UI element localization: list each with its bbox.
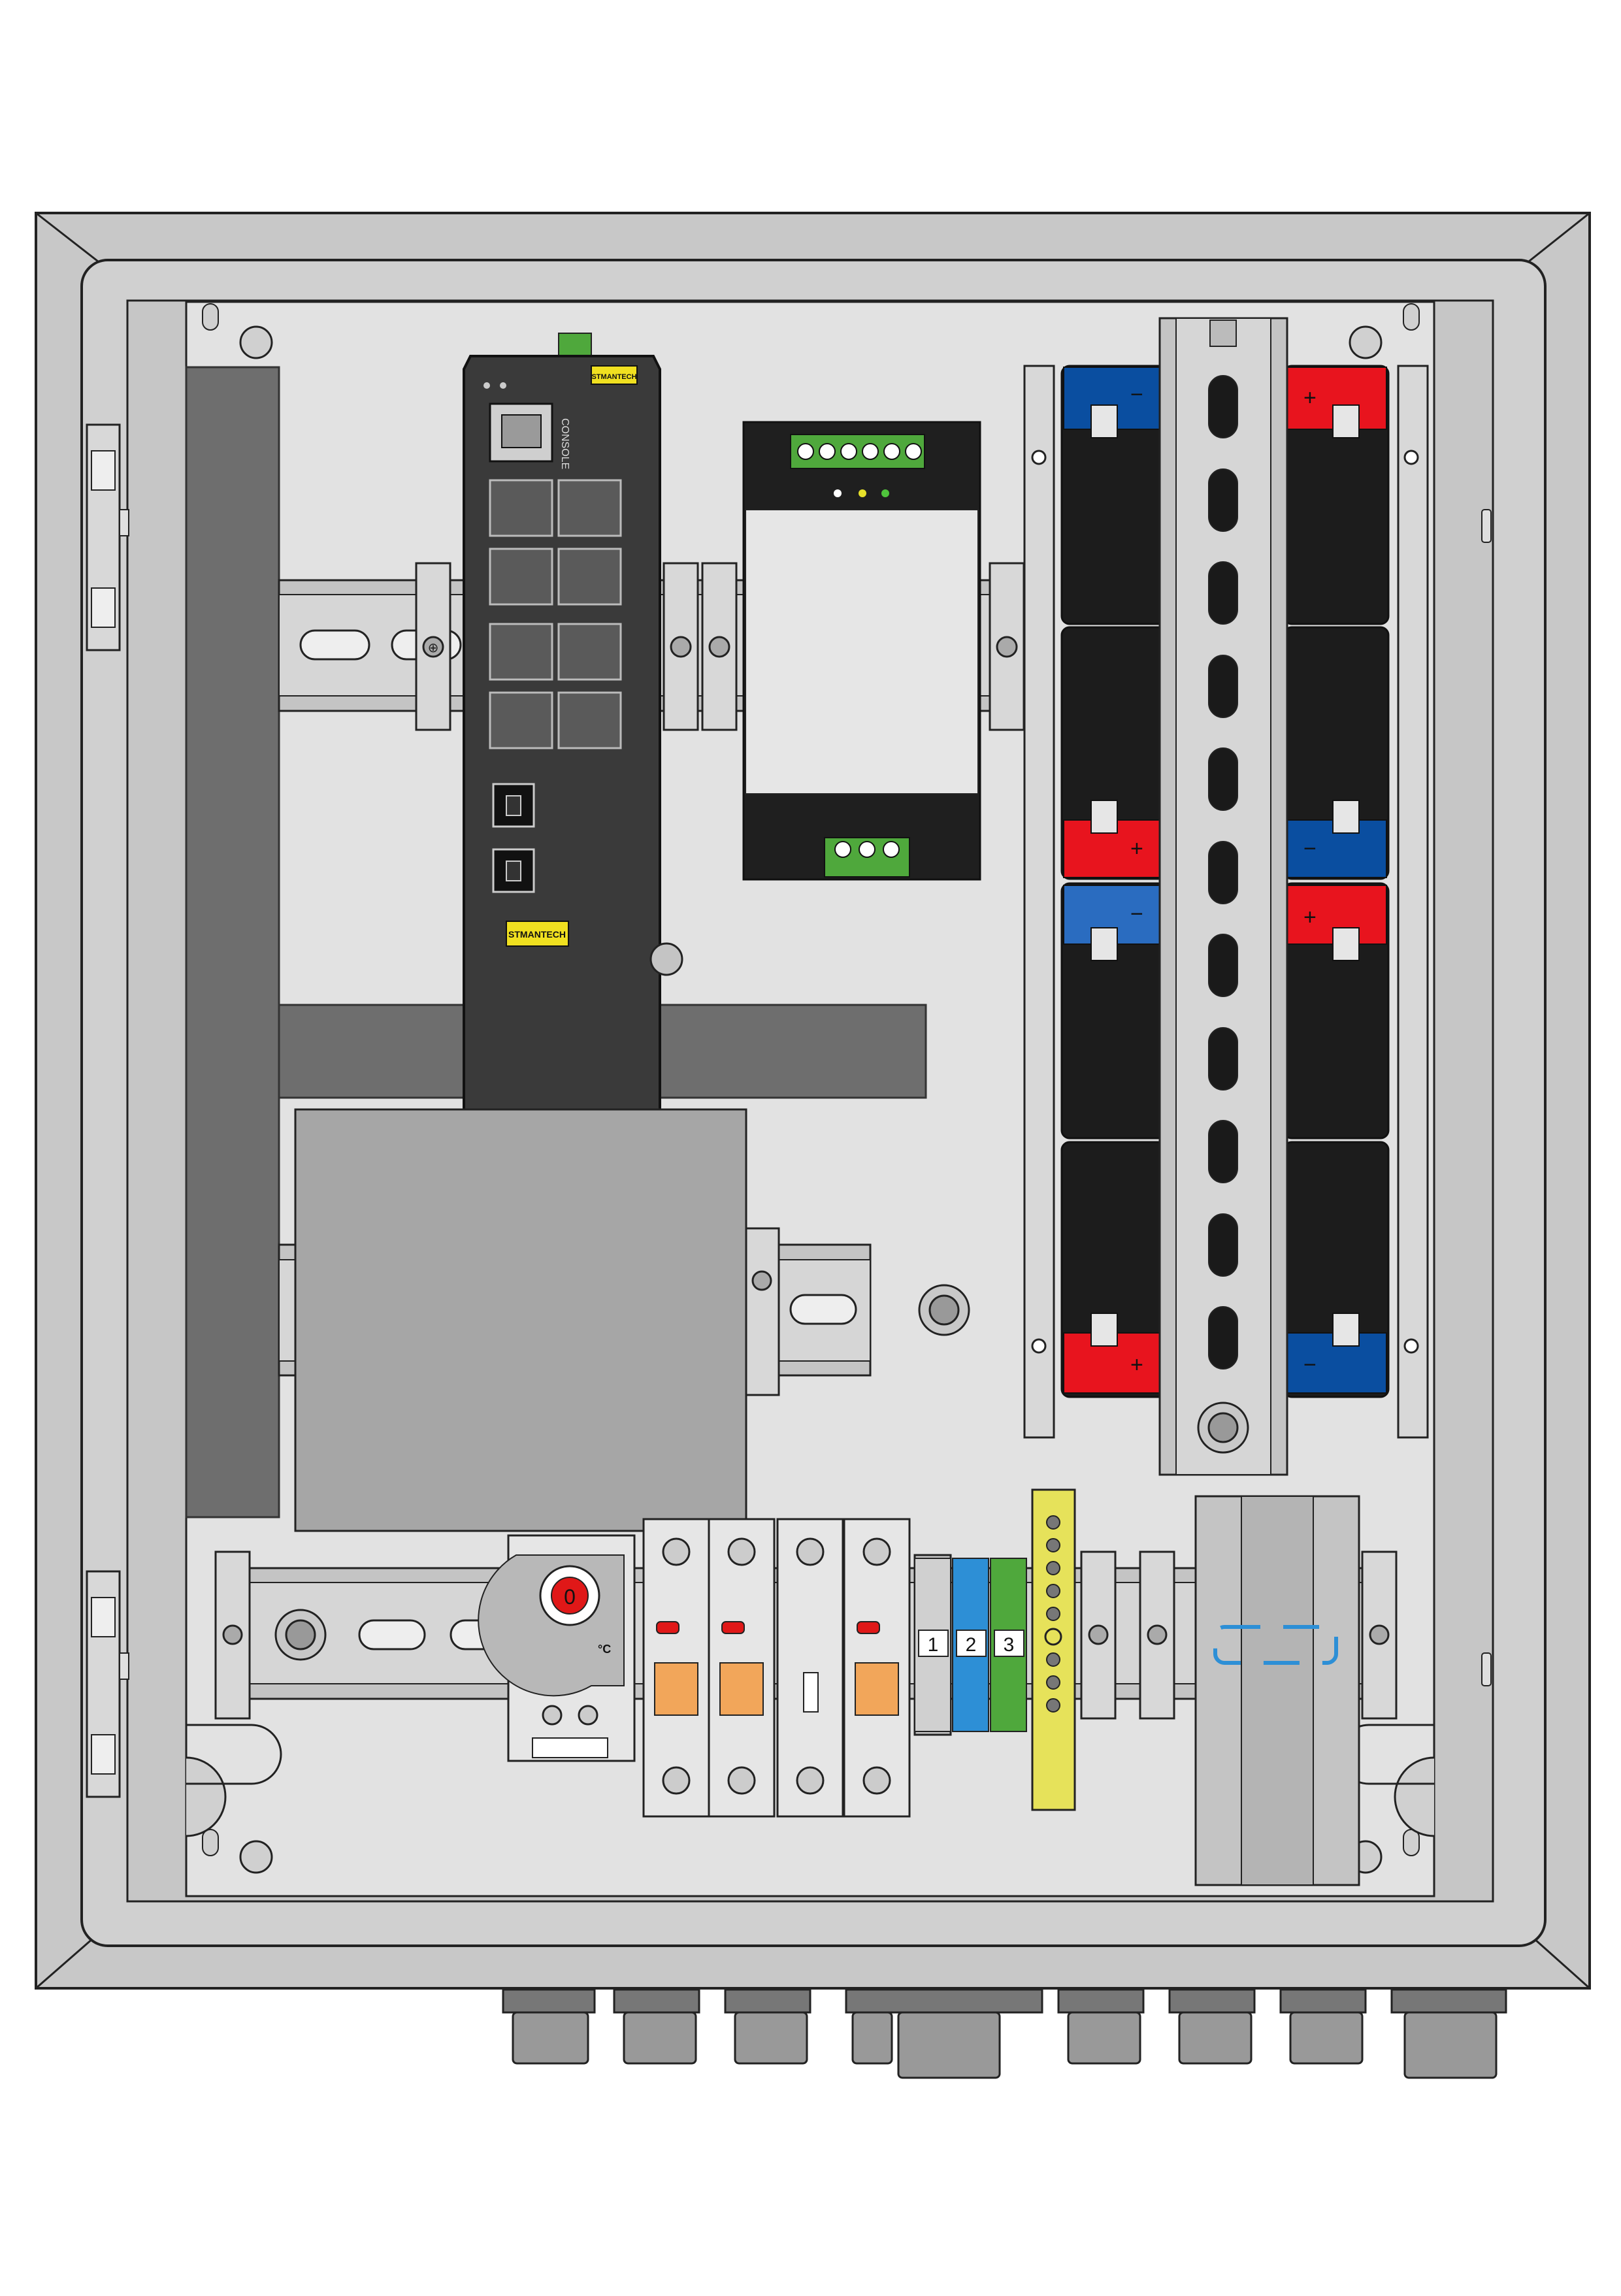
battery: − [1060, 882, 1168, 1140]
cable-gland [1057, 1988, 1145, 2065]
circuit-breaker [843, 1518, 911, 1818]
cable-gland [724, 1988, 811, 2065]
thermostat-dial-value: 0 [564, 1585, 576, 1609]
battery-terminal-sign: − [1303, 836, 1317, 861]
hinge-bottom [86, 1570, 129, 1798]
din-rail-vertical [1158, 317, 1288, 1476]
battery: − [1283, 1141, 1390, 1398]
batteries: − + − + + [1060, 365, 1390, 1398]
ethernet-port[interactable] [557, 548, 622, 606]
switch-brand-text-bottom: STMANTECH [508, 929, 566, 940]
breaker-toggle[interactable] [654, 1662, 698, 1716]
terminal-label: 2 [966, 1634, 977, 1656]
cable-gland [845, 1988, 1043, 2079]
thermostat: 0 °C [478, 1534, 636, 1762]
battery-terminal-sign: + [1303, 385, 1317, 410]
power-supply [742, 421, 981, 881]
switch-brand-text-top: STMANTECH [591, 373, 636, 381]
end-stop [744, 1227, 780, 1396]
end-stop [214, 1550, 251, 1720]
end-stop [1139, 1550, 1175, 1720]
network-switch: STMANTECH CONSOLE STMANTECH [463, 333, 661, 1337]
ground-bolt [918, 1284, 970, 1336]
cable-glands [502, 1988, 1507, 2079]
breaker-toggle[interactable] [855, 1662, 899, 1716]
end-stop [701, 562, 738, 731]
psu-led [834, 489, 842, 497]
battery: + [1060, 1141, 1168, 1398]
battery-terminal-sign: + [1303, 905, 1317, 930]
switch-brand-label-bottom [506, 921, 569, 947]
din-module [1194, 1495, 1360, 1886]
ethernet-port[interactable] [557, 623, 622, 681]
battery: + [1283, 365, 1390, 625]
end-stop [989, 562, 1025, 731]
terminal-label: 1 [928, 1634, 939, 1656]
battery: − [1283, 626, 1390, 880]
battery: + [1060, 626, 1168, 880]
cable-gland [1390, 1988, 1507, 2079]
breaker-toggle[interactable] [803, 1672, 819, 1713]
ethernet-port[interactable] [489, 479, 553, 537]
module-label-outline [1213, 1625, 1338, 1665]
end-stop: ⊕ [415, 562, 451, 731]
ethernet-ports [489, 479, 622, 749]
battery-rail-vertical [1023, 365, 1429, 1439]
battery-terminal-sign: + [1130, 1353, 1143, 1377]
svg-text:⊕: ⊕ [428, 641, 439, 655]
circuit-breakers [642, 1518, 911, 1818]
ethernet-port[interactable] [489, 548, 553, 606]
psu-led [881, 489, 889, 497]
terminal-label: 3 [1004, 1634, 1015, 1656]
door-hinges [86, 423, 1492, 1798]
terminal-blocks: 1 2 3 [913, 1554, 1027, 1736]
battery: − [1060, 365, 1168, 625]
rail-bolt [274, 1609, 327, 1661]
console-label: CONSOLE [559, 418, 570, 469]
battery-terminal-sign: − [1130, 902, 1143, 927]
sfp-ports [492, 783, 535, 893]
end-stops-top: ⊕ [415, 562, 1025, 731]
ethernet-port[interactable] [489, 623, 553, 681]
battery-terminal-sign: − [1303, 1353, 1317, 1377]
vertical-cable-duct [185, 366, 280, 1518]
end-stop [1361, 1550, 1398, 1720]
hinge-top [86, 423, 129, 651]
cable-gland [1168, 1988, 1256, 2065]
end-stop [1080, 1550, 1117, 1720]
battery-terminal-sign: − [1130, 382, 1143, 407]
end-stop [663, 562, 699, 731]
breaker-toggle[interactable] [719, 1662, 764, 1716]
cable-gland [1279, 1988, 1367, 2065]
thermostat-unit: °C [598, 1643, 611, 1656]
battery-terminal-sign: + [1130, 836, 1143, 861]
ground-bus-bar [1031, 1488, 1076, 1811]
surge-protector [776, 1518, 844, 1818]
circuit-breaker [708, 1518, 776, 1818]
psu-led [859, 489, 866, 497]
circuit-breaker [642, 1518, 710, 1818]
switch-brand-label-top [591, 365, 638, 385]
cable-gland [613, 1988, 700, 2065]
ethernet-port[interactable] [489, 691, 553, 749]
transformer [294, 1108, 747, 1532]
ethernet-port[interactable] [557, 479, 622, 537]
ethernet-port[interactable] [557, 691, 622, 749]
cable-gland [502, 1988, 596, 2065]
battery: + [1283, 882, 1390, 1140]
